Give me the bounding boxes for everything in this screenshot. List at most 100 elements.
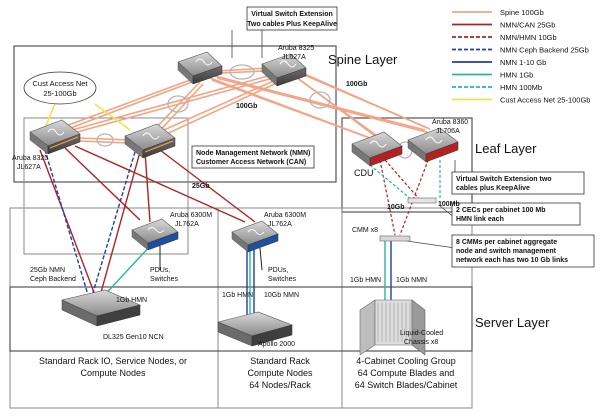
device-model-label: Aruba 8360 — [432, 119, 468, 126]
link-label: 25Gb — [192, 183, 210, 190]
leaf-vsx-link — [79, 140, 131, 144]
legend-label: NMN 1-10 Gb — [500, 58, 546, 67]
spine-link — [216, 77, 431, 134]
ceph-link — [91, 151, 136, 297]
spine-link — [154, 83, 204, 137]
nmn-can-link — [159, 149, 256, 223]
device-model-label: Aruba 8325 — [12, 155, 48, 162]
vsx-ring — [167, 95, 189, 113]
legend-entry: HMN 1Gb — [452, 71, 533, 80]
legend-entry: Cust Access Net 25-100Gb — [452, 96, 590, 105]
ncn-server — [61, 289, 141, 327]
liquid-cooled-chassis — [359, 299, 426, 356]
hmn-100mb-link — [369, 164, 413, 201]
callout-cec: 2 CECs per cabinet 100 Mb HMN link each — [451, 202, 581, 226]
legend-label: NMN/HMN 10Gb — [500, 33, 557, 42]
vsx-ring — [96, 133, 114, 147]
spine-link — [301, 73, 431, 130]
cec-module — [407, 197, 437, 204]
leader-line — [399, 239, 456, 249]
callout-text: Two cables Plus KeepAlive — [247, 21, 337, 28]
spine-link — [211, 79, 376, 141]
device-model-label: Aruba 6300M — [170, 212, 212, 219]
pdu-link — [259, 247, 263, 271]
link-label: 1Gb HMN — [350, 277, 381, 284]
callout-text: network each has two 10 Gb links — [456, 257, 568, 264]
callout-text: Customer Access Network (CAN) — [196, 159, 306, 166]
link-label: Switches — [150, 276, 179, 283]
spine-link — [54, 79, 191, 131]
mgmt-switch-2 — [231, 220, 279, 253]
leaf-vsx-link — [79, 137, 131, 141]
device-sku-label: JL706A — [436, 128, 460, 135]
spine-switch-2 — [261, 53, 307, 87]
server-layer-band — [9, 286, 473, 352]
link-label: Switches — [268, 276, 297, 283]
callout-text: 25-100Gb — [43, 89, 76, 98]
link-label: PDUs, — [150, 267, 170, 274]
cust-access-link — [94, 103, 131, 131]
nmn-can-link — [99, 151, 141, 297]
link-label: 100Mb — [438, 201, 460, 208]
mgmt-switch-1 — [131, 218, 179, 251]
link-label: 25Gb NMN — [30, 267, 65, 274]
leaf-switch-2 — [124, 123, 176, 159]
chassis-label: Chassis x8 — [404, 339, 438, 346]
cust-access-link — [44, 103, 56, 129]
link-label: Ceph Backend — [30, 276, 76, 283]
column-caption: 4-Cabinet Cooling Group — [356, 356, 456, 366]
rack-frame-1 — [23, 117, 189, 255]
cdu-label: CDU — [354, 168, 374, 178]
leaf-switch-1 — [29, 119, 81, 155]
legend-entry: HMN 100Mb — [452, 83, 542, 92]
legend-label: HMN 1Gb — [500, 71, 533, 80]
legend-label: HMN 100Mb — [500, 83, 542, 92]
callout-nmn-can: Node Management Network (NMN) Customer A… — [191, 145, 315, 169]
link-label: 100Gb — [346, 81, 367, 88]
callout-text: 2 CECs per cabinet 100 Mb — [456, 207, 545, 214]
column-caption: 64 Compute Blades and — [358, 368, 455, 378]
column-caption: Standard Rack — [250, 356, 310, 366]
callout-text: 8 CMMs per cabinet aggregate — [456, 239, 557, 246]
callout-text: Virtual Switch Extension — [251, 11, 333, 18]
link-label: 100Gb — [236, 103, 257, 110]
link-label: 1Gb HMN — [222, 292, 253, 299]
cdu-switch-2 — [407, 127, 459, 163]
nmn-hmn-link — [384, 159, 421, 201]
callout-vsx-spine: Virtual Switch Extension Two cables Plus… — [246, 6, 338, 31]
cdu-switch-1 — [351, 131, 403, 167]
hmn-1gb-link — [99, 245, 151, 301]
callout-text: HMN link each — [456, 216, 504, 223]
apollo-label: Apollo 2000 — [258, 341, 295, 348]
callout-cmm: 8 CMMs per cabinet aggregate node and sw… — [451, 234, 595, 268]
spine-link — [296, 77, 381, 139]
spine-link — [69, 76, 278, 135]
legend-entry: NMN/HMN 10Gb — [452, 33, 557, 42]
cmm-label: CMM x8 — [352, 227, 378, 234]
cmm-module — [379, 235, 411, 242]
callout-text: Cust Access Net — [32, 79, 88, 88]
ncn-label: DL325 Gen10 NCN — [103, 334, 164, 341]
device-model-label: Aruba 6300M — [264, 212, 306, 219]
callout-text: Virtual Switch Extension two — [456, 176, 552, 183]
column-caption: 64 Switch Blades/Cabinet — [355, 380, 458, 390]
column-caption: Compute Nodes — [80, 368, 146, 378]
leaf-layer-label: Leaf Layer — [475, 141, 537, 156]
callout-text: node and switch management — [456, 248, 557, 255]
legend-entry: NMN/CAN 25Gb — [452, 21, 555, 30]
legend-label: NMN/CAN 25Gb — [500, 21, 555, 30]
nmn-can-link — [39, 149, 96, 296]
device-model-label: Aruba 8325 — [278, 45, 314, 52]
apollo-server — [217, 311, 293, 347]
callout-text: Node Management Network (NMN) — [196, 150, 310, 157]
nmn-hmn-link — [379, 159, 396, 236]
legend-label: Spine 100Gb — [500, 8, 544, 17]
spine-link — [214, 75, 426, 131]
device-sku-label: JL762A — [268, 221, 292, 228]
nmn-can-link — [64, 147, 141, 221]
link-label: 10Gb NMN — [264, 292, 299, 299]
links-group — [39, 30, 456, 318]
spine-layer-frame — [13, 45, 337, 183]
